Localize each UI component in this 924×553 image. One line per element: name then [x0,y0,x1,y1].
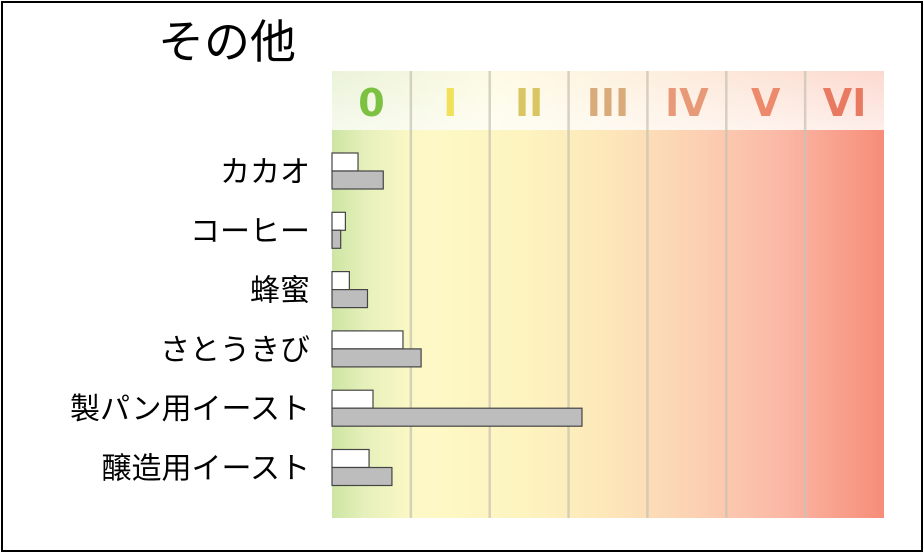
tick-label-vi: VI [823,81,867,125]
category-label: 製パン用イースト [70,392,310,427]
bar-gray [331,229,342,249]
tick-label-v: V [751,81,781,125]
bar-white [331,211,347,231]
bar-gray [331,407,583,427]
category-label: 蜂蜜 [250,274,310,309]
tick-label-iv: IV [665,81,709,125]
bar-white [331,152,359,172]
tick-label-iii: III [587,81,629,125]
chart-title: その他 [158,15,296,69]
tick-label-zero: 0 [358,81,384,125]
bar-gray [331,466,393,487]
category-label: カカオ [220,155,310,190]
category-label: コーヒー [190,214,310,249]
tick-label-ii: II [515,81,543,125]
bar-white [331,330,404,350]
header-band-highlight [332,71,884,130]
bar-gray [331,348,422,368]
bar-gray [331,170,384,190]
bar-white [331,389,374,409]
tick-label-i: I [443,81,457,125]
category-label: 醸造用イースト [102,452,311,487]
plot-background [332,71,884,518]
bar-gray [331,289,369,309]
category-label: さとうきび [160,333,310,368]
bar-white [331,271,350,291]
bar-white [331,448,370,469]
